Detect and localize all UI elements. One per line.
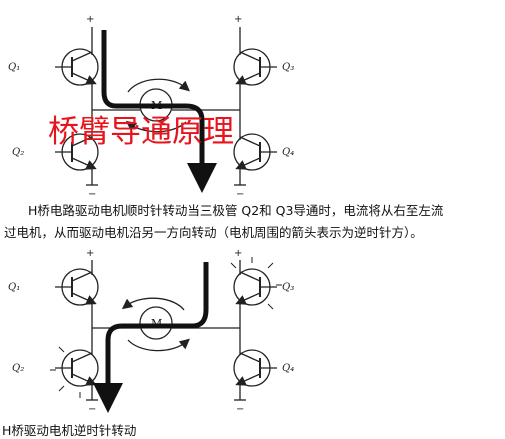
label-q2: Q₂ [12, 147, 24, 158]
label-q2-b: Q₂ [12, 363, 24, 374]
transistor-q4-b [233, 349, 277, 387]
glow-q3 [230, 257, 282, 310]
caption1-line2: 过电机，从而驱动电机沿另一方向转动（电机周围的箭头表示为逆时针方）。 [4, 225, 423, 240]
current-path-bottom [93, 262, 209, 413]
minus-left: − [88, 189, 96, 200]
current-path-top [101, 30, 217, 193]
motor-label: M [151, 99, 162, 112]
diagram-bottom [50, 257, 282, 401]
label-q4: Q₄ [282, 147, 294, 158]
glow-q2 [50, 346, 102, 398]
caption1-line1: H桥电路驱动电机顺时针转动当三极管 Q2和 Q3导通时，电流将从右至左流 [28, 203, 444, 218]
minus-left-b: − [88, 404, 96, 415]
plus-left-b: + [86, 248, 94, 259]
minus-right-b: − [236, 404, 244, 415]
overlay-title: 桥臂导通原理 [48, 114, 234, 150]
plus-left: + [86, 14, 94, 25]
diagram-top [55, 27, 277, 186]
plus-right: + [234, 14, 242, 25]
label-q3-b: Q₃ [282, 282, 294, 293]
rotation-arrow [127, 78, 190, 93]
label-q1: Q₁ [8, 62, 20, 73]
transistor-q4 [233, 133, 277, 171]
transistor-q1 [55, 48, 99, 86]
transistor-q2-b [55, 349, 99, 387]
motor-label-b: M [151, 317, 162, 330]
label-q3: Q₃ [282, 62, 294, 73]
label-q4-b: Q₄ [282, 363, 294, 374]
caption2: H桥驱动电机逆时针转动 [2, 423, 137, 438]
motor-symbol-b [139, 306, 173, 340]
plus-right-b: + [234, 248, 242, 259]
transistor-q1-b [55, 268, 99, 306]
transistor-q3-b [233, 268, 277, 306]
label-q1-b: Q₁ [8, 282, 20, 293]
transistor-q3 [233, 48, 277, 86]
transistor-q2 [55, 133, 99, 171]
minus-right: − [236, 189, 244, 200]
